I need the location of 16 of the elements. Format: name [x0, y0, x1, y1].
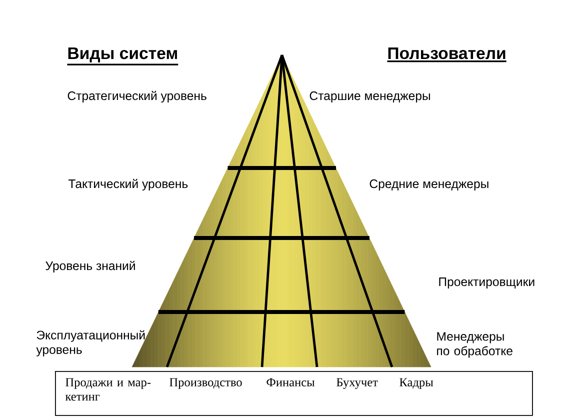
department-label: Производство [170, 378, 242, 389]
level-label: Тактический уровень [68, 178, 188, 191]
department-label: Кадры [400, 378, 434, 389]
user-group-label: Проектировщики [439, 278, 534, 289]
department-label: Продажи и мар- кетинг [65, 378, 151, 401]
user-group-label: Средние менеджеры [370, 179, 488, 191]
user-group-label: Старшие менеджеры [310, 91, 430, 103]
level-label: Уровень знаний [46, 260, 135, 273]
level-label: Эксплуатационный уровень [36, 330, 145, 356]
level-label: Стратегический уровень [68, 90, 206, 103]
department-box [55, 371, 533, 416]
column-heading: Виды систем [67, 47, 178, 66]
user-group-label: Менеджеры по обработке [437, 332, 512, 358]
department-label: Финансы [266, 378, 315, 386]
column-heading: Пользователи [387, 47, 506, 62]
department-label: Бухучет [336, 378, 378, 389]
